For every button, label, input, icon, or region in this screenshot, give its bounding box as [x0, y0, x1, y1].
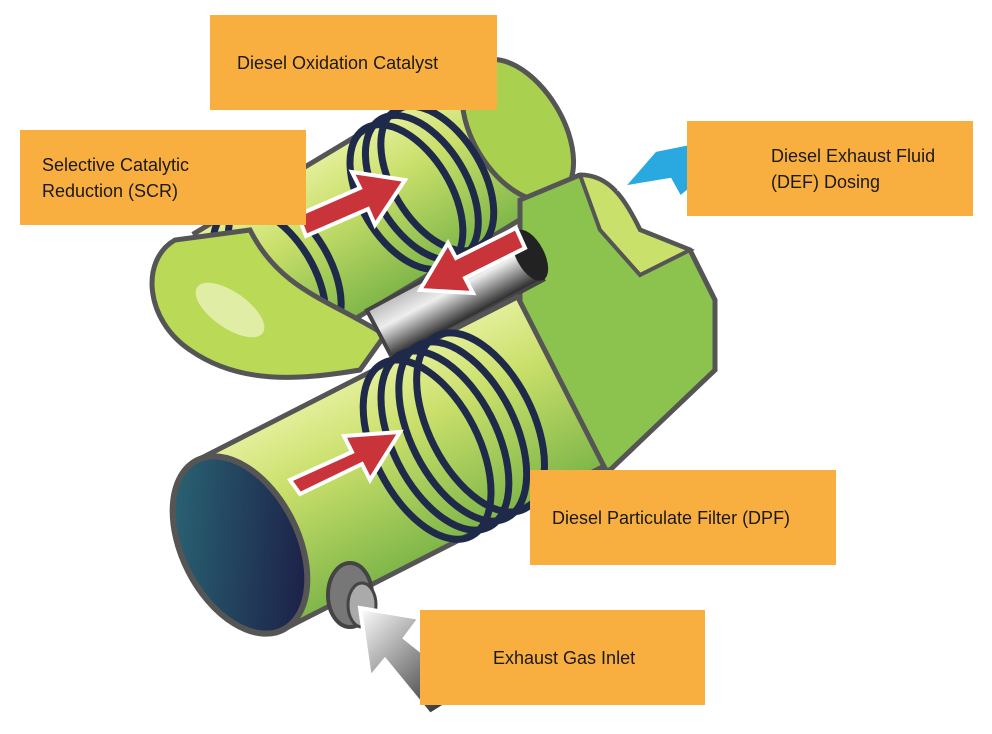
label-exhaust-gas-inlet: Exhaust Gas Inlet	[420, 610, 705, 705]
label-text: Diesel Oxidation Catalyst	[237, 52, 439, 73]
flow-arrow-icon	[286, 429, 404, 497]
flow-arrow-icon	[416, 225, 528, 296]
inlet-opening	[169, 453, 311, 637]
label-text-block: Diesel Exhaust Fluid (DEF) Dosing	[771, 143, 935, 195]
label-text: Diesel Exhaust Fluid	[771, 145, 936, 166]
dpf-cylinder	[169, 293, 608, 637]
label-diesel-exhaust-fluid-dosing: Diesel Exhaust Fluid (DEF) Dosing	[687, 121, 973, 216]
scr-outlet-elbow	[149, 227, 389, 380]
label-text: Exhaust Gas Inlet	[493, 647, 636, 668]
label-diesel-particulate-filter: Diesel Particulate Filter (DPF)	[530, 470, 836, 565]
label-text: (DEF) Dosing	[771, 171, 881, 192]
flow-arrow-icon	[295, 169, 409, 239]
label-selective-catalytic-reduction: Selective Catalytic Reduction (SCR)	[20, 130, 306, 225]
label-text-block: Selective Catalytic Reduction (SCR)	[42, 152, 189, 204]
label-text: Reduction (SCR)	[42, 180, 179, 201]
label-text: Diesel Particulate Filter (DPF)	[552, 507, 791, 528]
label-text: Selective Catalytic	[42, 154, 190, 175]
label-diesel-oxidation-catalyst: Diesel Oxidation Catalyst	[210, 15, 497, 110]
